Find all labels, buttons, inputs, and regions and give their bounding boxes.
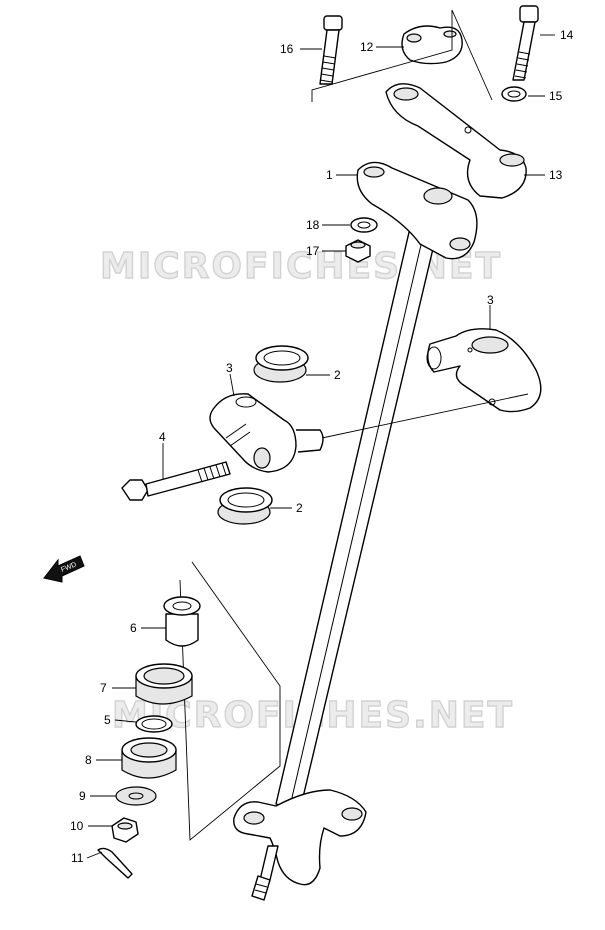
callout-9: 9: [79, 789, 86, 803]
callouts: 16 12 14 15 1 13 18 17 3 2 3 4 2 6 7 5 8…: [70, 28, 574, 865]
seal-5: [135, 715, 173, 733]
bushing-2-lower: [217, 487, 273, 525]
callout-7: 7: [100, 681, 107, 695]
callout-2-upper: 2: [334, 368, 341, 382]
bolt-16: [319, 15, 343, 85]
callout-3-right: 3: [487, 293, 494, 307]
callout-15: 15: [549, 89, 563, 103]
callout-17: 17: [306, 244, 320, 258]
bearing-7: [135, 663, 193, 705]
callout-2-lower: 2: [296, 501, 303, 515]
leader-lines: [86, 34, 555, 859]
upper-bracket: [356, 161, 478, 260]
washer-18: [350, 217, 378, 233]
callout-14: 14: [560, 28, 574, 42]
callout-10: 10: [70, 819, 84, 833]
nut-17: [345, 239, 371, 263]
handlebar-holder-upper: [401, 25, 463, 65]
handlebar-clamp-right: [426, 328, 542, 413]
callout-8: 8: [85, 753, 92, 767]
collar-6: [163, 596, 201, 647]
callout-18: 18: [306, 218, 320, 232]
callout-13: 13: [549, 168, 563, 182]
washer-9: [115, 786, 157, 806]
callout-3-left: 3: [226, 361, 233, 375]
bearing-8: [121, 737, 177, 779]
callout-6: 6: [130, 621, 137, 635]
fwd-arrow-icon: FWD: [43, 555, 85, 583]
callout-11: 11: [71, 851, 84, 865]
handlebar-holder-lower: [385, 83, 527, 199]
watermark-top: MICROFICHES.NET: [100, 246, 502, 287]
callout-1: 1: [326, 168, 333, 182]
washer-15: [501, 86, 527, 102]
callout-16: 16: [280, 42, 294, 56]
nut-10: [111, 817, 139, 843]
lower-bracket: [233, 789, 367, 901]
bolt-14: [512, 5, 539, 81]
handlebar-clamp-left: [209, 393, 324, 473]
cotter-pin-11: [97, 847, 133, 879]
bolt-4: [121, 461, 231, 501]
callout-5: 5: [104, 713, 111, 727]
bushing-2-upper: [253, 345, 309, 383]
callout-4: 4: [159, 430, 166, 444]
callout-12: 12: [360, 40, 374, 54]
